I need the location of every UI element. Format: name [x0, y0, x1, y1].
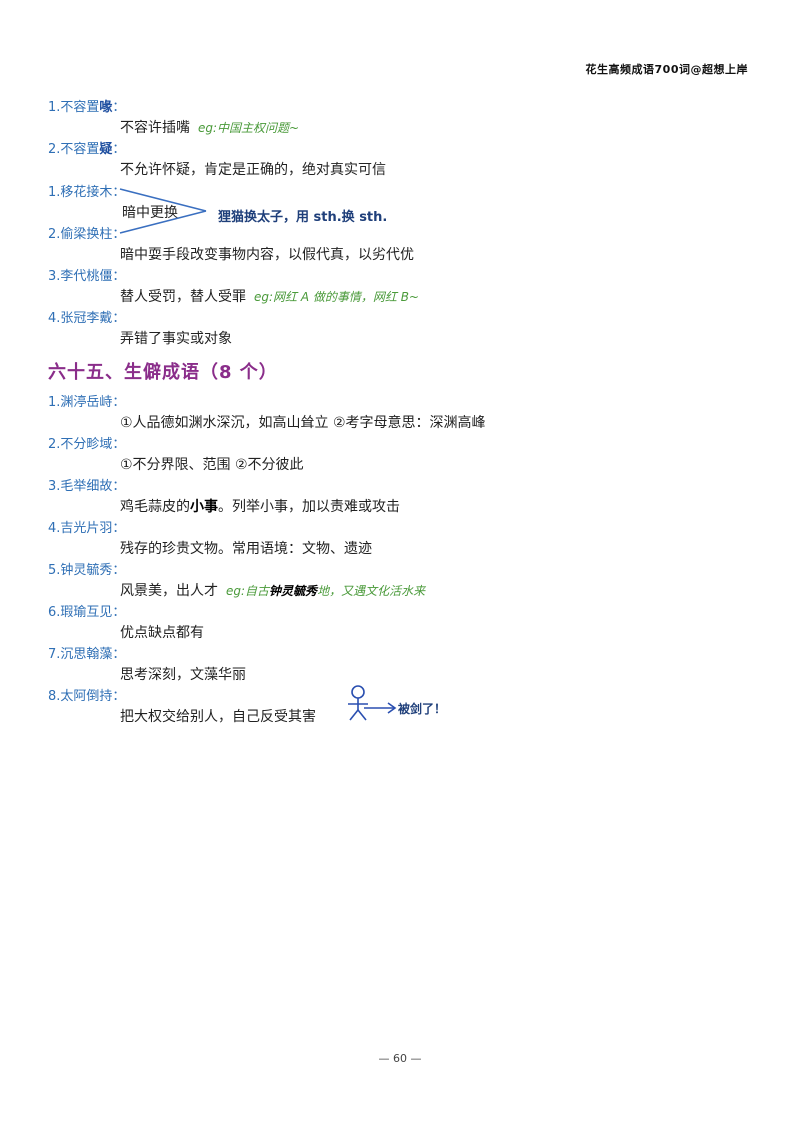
page-header: 花生高频成语700词@超想上岸 — [585, 63, 748, 76]
comparison-note: 狸猫换太子，用 sth.换 sth. — [218, 210, 388, 225]
idiom-term: 2.不容置疑： — [48, 142, 126, 157]
idiom-definition: ①人品德如渊水深沉，如高山耸立 ②考字母意思：深渊高峰 — [120, 415, 486, 431]
idiom-definition: 把大权交给别人，自己反受其害 — [120, 709, 316, 725]
idiom-definition: 不允许怀疑，肯定是正确的，绝对真实可信 — [120, 162, 386, 178]
idiom-term: 6.瑕瑜互见： — [48, 605, 126, 620]
doodle-label: 被剑了！ — [398, 702, 447, 716]
example-note: eg:自古钟灵毓秀地，又遇文化活水来 — [226, 584, 426, 598]
idiom-term: 1.移花接木： — [48, 185, 126, 200]
idiom-definition: 鸡毛蒜皮的小事。列举小事，加以责难或攻击 — [120, 499, 400, 515]
idiom-term: 2.不分畛域： — [48, 437, 126, 452]
idiom-term: 7.沉思翰藻： — [48, 647, 126, 662]
section-heading: 六十五、生僻成语（8 个） — [48, 362, 278, 383]
idiom-term: 1.不容置喙： — [48, 100, 126, 115]
idiom-term: 8.太阿倒持： — [48, 689, 126, 704]
example-note: eg:中国主权问题~ — [198, 121, 300, 135]
idiom-definition: 残存的珍贵文物。常用语境：文物、遗迹 — [120, 541, 372, 557]
idiom-term: 3.李代桃僵： — [48, 269, 126, 284]
shared-definition: 暗中更换 — [122, 205, 178, 221]
idiom-definition: ①不分界限、范围 ②不分彼此 — [120, 457, 304, 473]
idiom-term: 2.偷梁换柱： — [48, 227, 126, 242]
idiom-definition: 弄错了事实或对象 — [120, 331, 232, 347]
idiom-term: 1.渊渟岳峙： — [48, 395, 126, 410]
stick-figure-icon — [348, 685, 397, 721]
idiom-definition: 思考深刻，文藻华丽 — [120, 667, 246, 683]
idiom-definition: 优点缺点都有 — [120, 625, 204, 641]
bracket-lines — [119, 188, 207, 234]
example-note: eg:网红 A 做的事情，网红 B~ — [254, 290, 419, 304]
idiom-term: 3.毛举细故： — [48, 479, 126, 494]
page-number: — 60 — — [378, 1052, 422, 1065]
idiom-term: 4.张冠李戴： — [48, 311, 126, 326]
idiom-term: 4.吉光片羽： — [48, 521, 126, 536]
idiom-term: 5.钟灵毓秀： — [48, 563, 126, 578]
idiom-definition: 暗中耍手段改变事物内容，以假代真，以劣代优 — [120, 247, 414, 263]
